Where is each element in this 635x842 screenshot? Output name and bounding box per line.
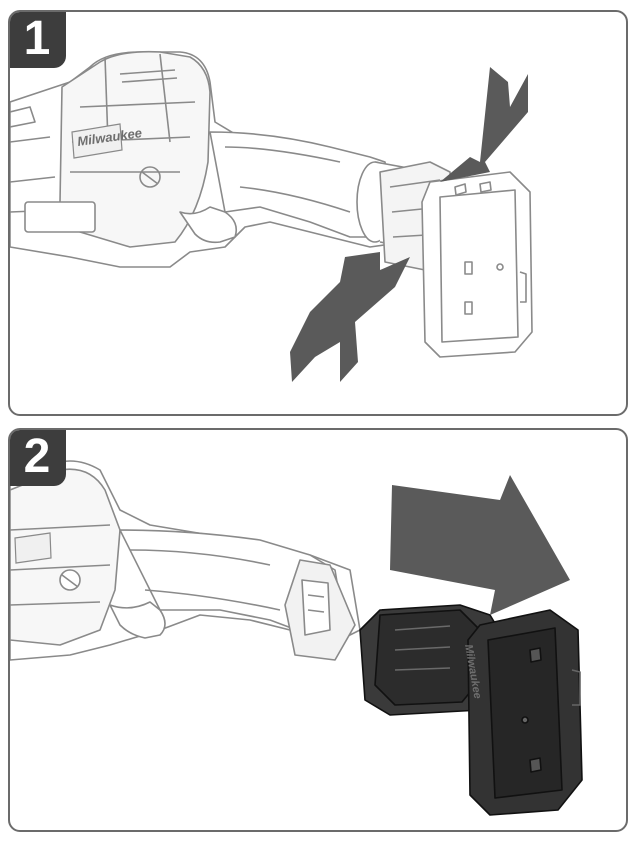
step-1-badge: 1: [10, 12, 66, 68]
brand-logo: [14, 532, 52, 564]
step-2-illustration: Milwaukee: [10, 460, 583, 816]
squeeze-arrows: [290, 67, 528, 382]
battery-pack-removed: [359, 604, 583, 816]
slide-out-arrow: [390, 475, 570, 615]
arrow-bottom: [290, 252, 410, 382]
arrow-top: [440, 67, 528, 182]
battery-pack-attached: [379, 161, 533, 358]
motor-housing: [10, 468, 121, 646]
step-1-panel: 1: [8, 10, 628, 416]
trigger: [179, 206, 238, 244]
step-2-panel: 2: [8, 428, 628, 832]
trigger: [109, 601, 166, 639]
motor-housing: [59, 50, 211, 248]
step-1-illustration: Milwaukee: [10, 50, 533, 382]
step-2-badge: 2: [10, 430, 66, 486]
